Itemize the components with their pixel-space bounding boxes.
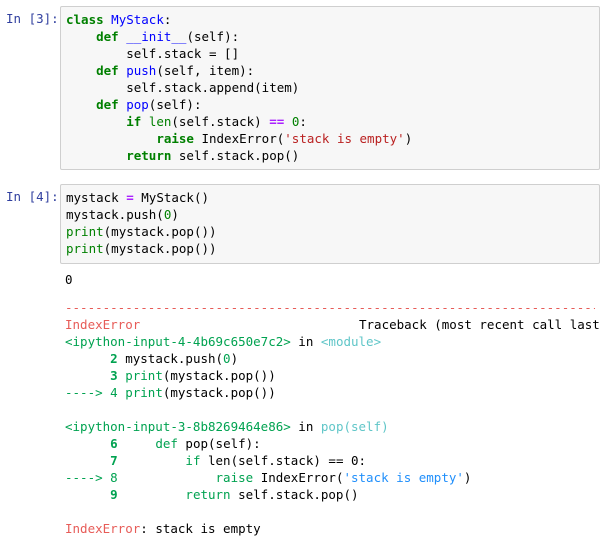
cell-prompt-3: In [3]:: [6, 11, 59, 26]
error-name: IndexError: [65, 317, 141, 332]
traceback-header: Traceback (most recent call last): [359, 317, 600, 332]
traceback-line-current: ----> 4 print(mystack.pop()): [65, 385, 276, 400]
code-line: print(mystack.pop()): [66, 224, 217, 239]
traceback-header-line: IndexError Traceback (most recent call la…: [65, 316, 600, 333]
code-line: self.stack.append(item): [66, 80, 300, 95]
code-editor[interactable]: class MyStack: def __init__(self): self.…: [61, 7, 599, 164]
stdout-output: 0: [65, 272, 73, 287]
traceback-output: ----------------------------------------…: [65, 299, 600, 537]
code-cell-4[interactable]: mystack = MyStack() mystack.push(0) prin…: [60, 184, 600, 264]
traceback-line: 9 return self.stack.pop(): [110, 487, 359, 502]
code-cell-3[interactable]: class MyStack: def __init__(self): self.…: [60, 6, 600, 170]
frame-location: <ipython-input-3-8b8269464e86> in pop(se…: [65, 419, 389, 434]
code-line: mystack = MyStack(): [66, 190, 210, 205]
final-error-line: IndexError: stack is empty: [65, 520, 600, 537]
code-line: def pop(self):: [96, 97, 202, 112]
traceback-line-current: ----> 8 raise IndexError('stack is empty…: [65, 470, 472, 485]
traceback-line: 2 mystack.push(0): [110, 351, 239, 366]
code-line: def __init__(self):: [96, 29, 240, 44]
code-line: self.stack = []: [66, 46, 240, 61]
final-error-name: IndexError: [65, 521, 141, 536]
traceback-line: 6 def pop(self):: [110, 436, 261, 451]
traceback-line: 7 if len(self.stack) == 0:: [110, 453, 367, 468]
code-line: print(mystack.pop()): [66, 241, 217, 256]
code-line: def push(self, item):: [96, 63, 255, 78]
cell-prompt-4: In [4]:: [6, 189, 59, 204]
code-line: class MyStack:: [66, 12, 172, 27]
traceback-separator: ----------------------------------------…: [65, 300, 595, 315]
code-line: if len(self.stack) == 0:: [126, 114, 307, 129]
final-error-message: : stack is empty: [140, 521, 261, 536]
frame-location: <ipython-input-4-4b69c650e7c2> in <modul…: [65, 334, 382, 349]
code-line: mystack.push(0): [66, 207, 179, 222]
traceback-line: 3 print(mystack.pop()): [110, 368, 276, 383]
code-line: raise IndexError('stack is empty'): [156, 131, 413, 146]
code-editor[interactable]: mystack = MyStack() mystack.push(0) prin…: [61, 185, 599, 257]
code-line: return self.stack.pop(): [126, 148, 300, 163]
